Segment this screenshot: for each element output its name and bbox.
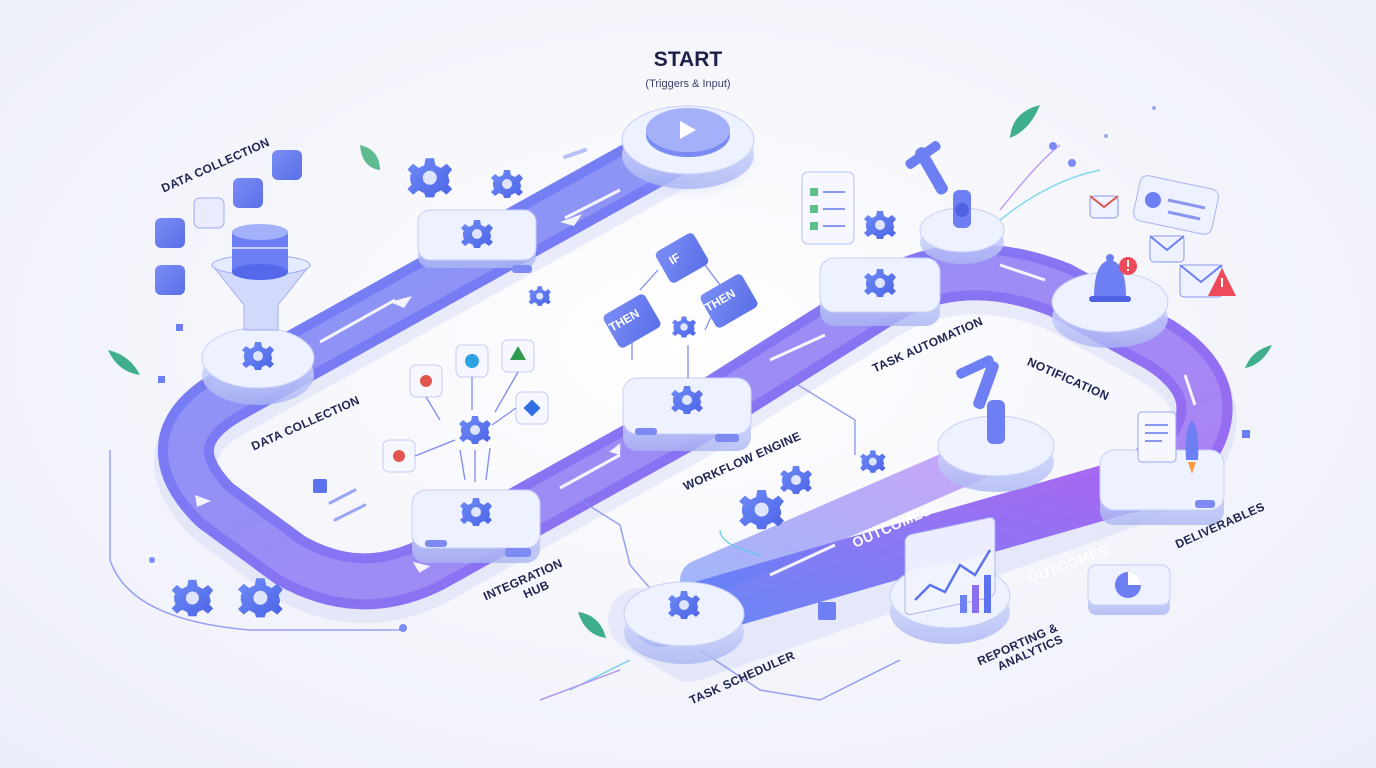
data-collection-station[interactable] bbox=[201, 327, 315, 405]
pie-tile bbox=[1087, 564, 1171, 615]
leaf-icon bbox=[108, 350, 140, 375]
bell-icon bbox=[1089, 254, 1131, 302]
gear-icon bbox=[407, 158, 453, 198]
gear-icon bbox=[459, 416, 491, 444]
task-automation-station[interactable] bbox=[819, 257, 941, 326]
notification-station[interactable] bbox=[1051, 254, 1169, 348]
document-icon bbox=[1137, 411, 1177, 463]
alert-icon bbox=[1119, 257, 1137, 275]
reporting-station[interactable] bbox=[889, 517, 1011, 644]
alert-icon bbox=[1208, 268, 1236, 296]
cube-icon bbox=[313, 479, 327, 493]
gear-icon bbox=[739, 490, 784, 530]
start-subtitle: (Triggers & Input) bbox=[645, 78, 731, 90]
gear-icon bbox=[780, 466, 812, 494]
database-icon bbox=[272, 150, 302, 180]
leaf-icon bbox=[1245, 345, 1272, 368]
track-arrows bbox=[195, 188, 1197, 577]
rocket-icon bbox=[1185, 420, 1199, 474]
database-icon bbox=[155, 265, 185, 295]
start-station[interactable] bbox=[616, 105, 760, 200]
database-icon bbox=[232, 224, 288, 280]
play-icon bbox=[680, 121, 696, 139]
logic-tiles: IF THEN THEN bbox=[603, 233, 758, 378]
integration-station-top[interactable] bbox=[417, 209, 537, 273]
cube-icon bbox=[818, 602, 836, 620]
robot-station-bottom[interactable] bbox=[937, 354, 1055, 492]
leaf-icon bbox=[360, 145, 380, 170]
app-tile bbox=[233, 178, 263, 208]
data-source-tiles bbox=[155, 150, 302, 295]
leaf-icon bbox=[578, 612, 606, 638]
chat-icon bbox=[1133, 175, 1219, 235]
robot-arm-icon bbox=[956, 355, 1005, 444]
pie-icon bbox=[1115, 572, 1141, 598]
then-right-tile bbox=[700, 274, 758, 328]
decorations bbox=[108, 105, 1272, 638]
robot-arm-icon bbox=[905, 141, 971, 228]
if-tile bbox=[655, 233, 709, 283]
workflow-engine-station[interactable] bbox=[622, 377, 752, 451]
then-left-tile bbox=[603, 294, 661, 348]
robot-station-top[interactable] bbox=[904, 139, 1005, 264]
gear-icon bbox=[860, 450, 886, 473]
gear-icon bbox=[864, 211, 896, 239]
integration-hub-station[interactable] bbox=[411, 489, 541, 563]
task-scheduler-station[interactable] bbox=[623, 581, 745, 664]
checklist-icon bbox=[801, 171, 855, 245]
gear-icon bbox=[672, 316, 696, 338]
gear-icon bbox=[528, 286, 551, 306]
integration-app-tiles bbox=[382, 339, 549, 482]
chart-icon bbox=[904, 517, 996, 616]
app-tile bbox=[155, 218, 185, 248]
deliverables-station[interactable] bbox=[1099, 411, 1225, 525]
slack-icon bbox=[193, 197, 225, 229]
gear-icon bbox=[171, 579, 214, 617]
start-title: START bbox=[653, 48, 723, 71]
gear-icon bbox=[491, 170, 523, 198]
leaf-icon bbox=[1010, 105, 1040, 138]
